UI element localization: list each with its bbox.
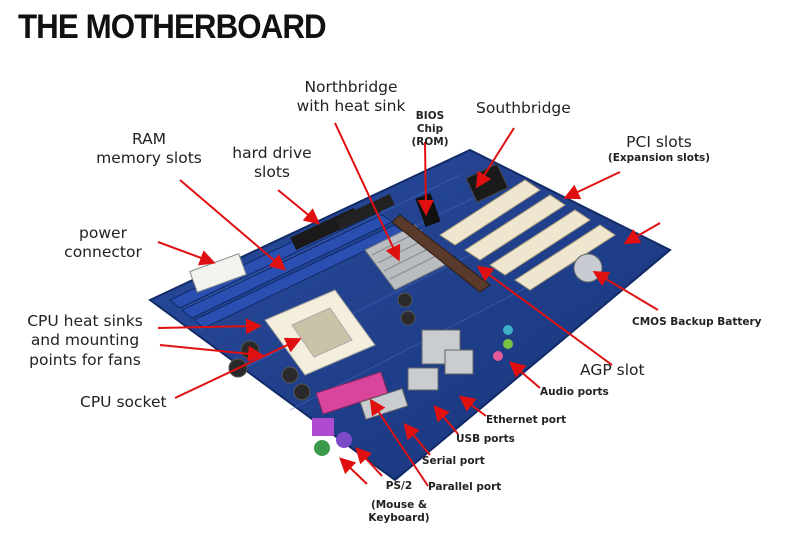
callout-arrows [157,122,661,487]
rear-io [312,325,513,456]
pci-slots [439,179,616,291]
label-cpu-heatsinks-line1: CPU heat sinks [27,312,143,330]
label-serial: Serial port [422,455,485,467]
page-title: THE MOTHERBOARD [18,8,327,46]
label-power: power connector [48,224,158,263]
label-bios-line1: BIOS Chip [415,110,445,136]
label-audio: Audio ports [540,386,609,398]
label-hard-drive: hard drive slots [222,144,322,183]
label-northbridge-line1: Northbridge [304,78,398,96]
cmos-battery-shape [573,253,603,283]
label-northbridge-line2: with heat sink [296,97,406,116]
label-cmos: CMOS Backup Battery [632,316,762,328]
label-bios: BIOS Chip (ROM) [402,110,458,149]
label-southbridge: Southbridge [476,99,571,117]
label-cpu-socket: CPU socket [80,393,167,411]
label-pci: PCI slots (Expansion slots) [604,133,714,166]
label-ram-line1: RAM [131,130,167,148]
label-cpu-heatsinks-line2: and mounting [30,331,140,350]
label-parallel: Parallel port [428,481,502,493]
label-bios-line2: (ROM) [411,136,449,149]
label-ethernet: Ethernet port [486,414,567,426]
agp-slot-shape [391,214,491,293]
label-hard-drive-line1: hard drive [232,144,312,162]
label-cpu-heatsinks-line3: points for fans [29,350,141,369]
cpu-socket-shape [264,289,376,376]
label-power-line1: power [79,224,127,242]
label-pci-line2: (Expansion slots) [607,152,711,165]
label-ram: RAM memory slots [84,130,214,169]
label-agp: AGP slot [580,361,645,379]
label-ram-line2: memory slots [96,149,202,168]
label-northbridge: Northbridge with heat sink [266,78,436,117]
label-hard-drive-line2: slots [253,163,291,182]
label-ps2-line2: (Mouse & Keyboard) [368,499,430,525]
label-pci-line1: PCI slots [626,133,692,151]
label-usb: USB ports [456,433,515,445]
label-cpu-heatsinks: CPU heat sinks and mounting points for f… [10,312,160,370]
label-power-line2: connector [64,243,142,262]
label-ps2: PS/2 (Mouse & Keyboard) [344,480,454,525]
label-ps2-line1: PS/2 [385,480,413,492]
